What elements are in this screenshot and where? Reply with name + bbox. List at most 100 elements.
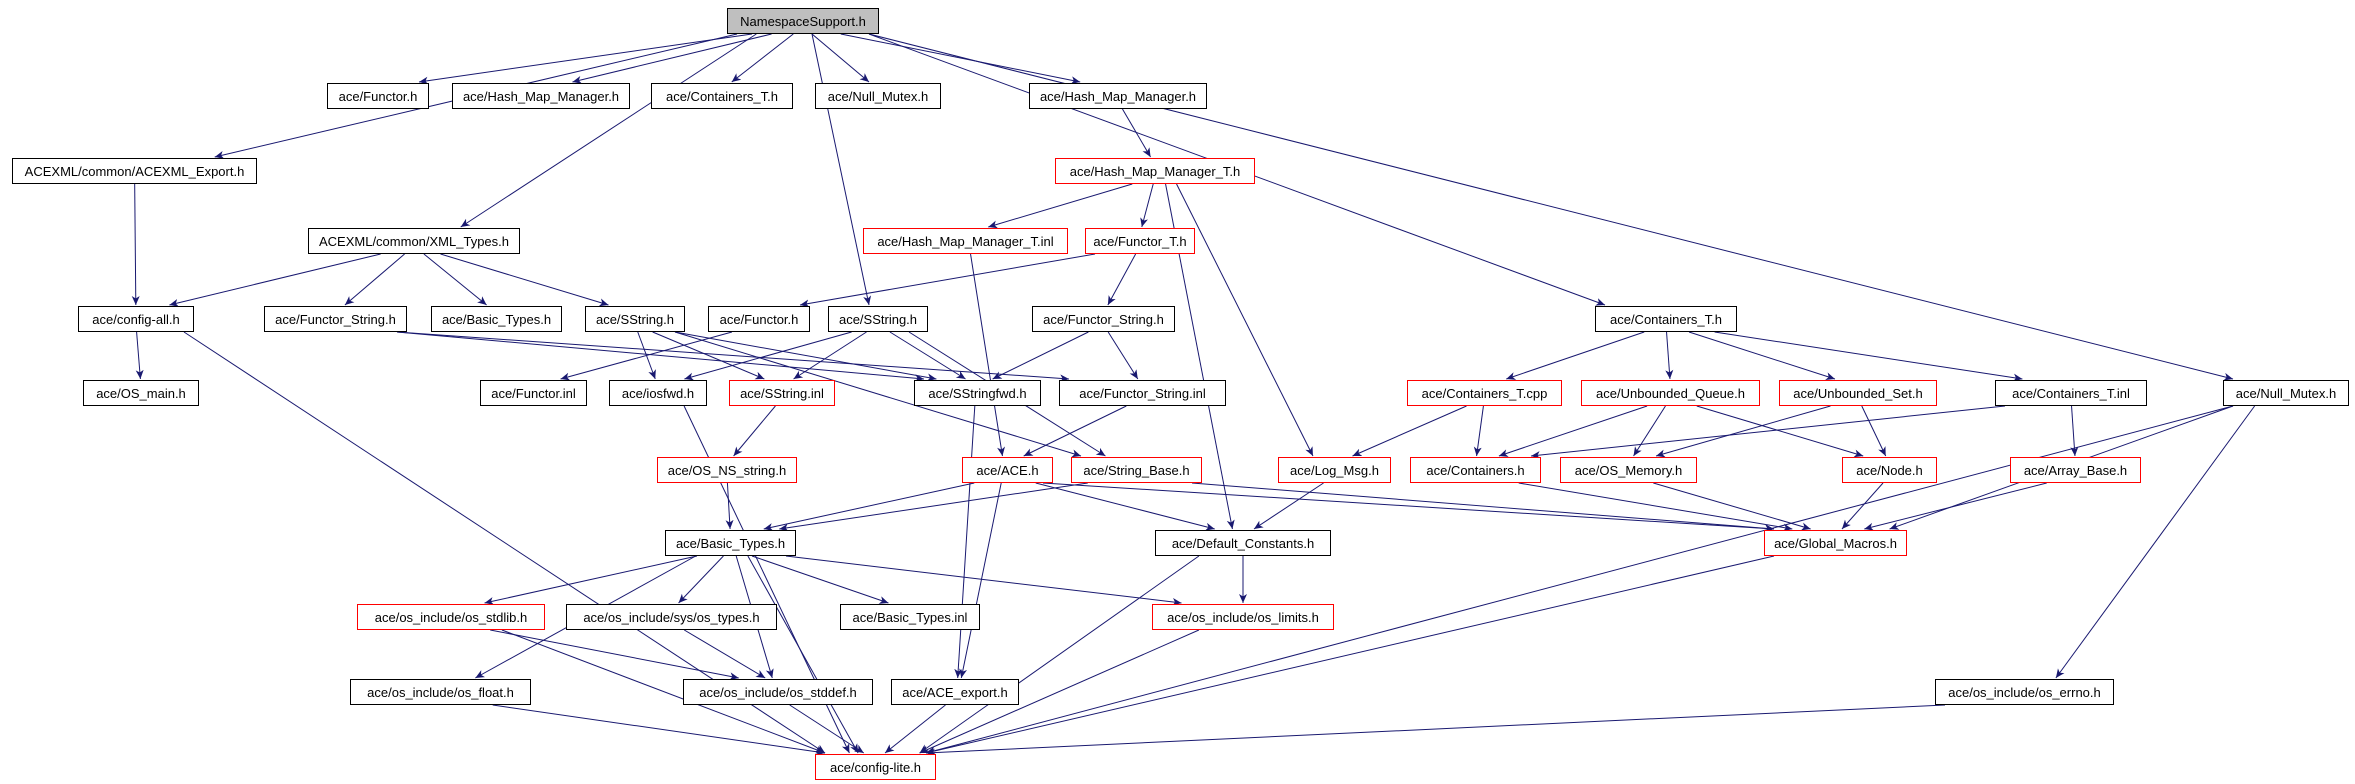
graph-node-n5[interactable]: ace/Hash_Map_Manager.h: [1029, 83, 1207, 109]
include-edge-n8-n11: [169, 253, 381, 307]
include-edge-n42-n46: [684, 629, 766, 679]
graph-node-n37[interactable]: ace/Array_Base.h: [2010, 457, 2141, 483]
graph-node-n19[interactable]: ace/OS_main.h: [83, 380, 199, 406]
include-edge-n24-n31: [1023, 405, 1127, 457]
graph-node-n34[interactable]: ace/Containers.h: [1410, 457, 1541, 483]
include-edge-n36-n40: [1841, 482, 1884, 530]
include-edge-n25-n33: [1352, 405, 1467, 457]
graph-node-n26[interactable]: ace/Unbounded_Queue.h: [1581, 380, 1760, 406]
graph-node-n41[interactable]: ace/os_include/os_stdlib.h: [357, 604, 545, 630]
include-edge-n32-n38: [779, 482, 1088, 532]
include-edge-n45-n49: [492, 704, 826, 756]
graph-node-n38[interactable]: ace/Basic_Types.h: [665, 530, 796, 556]
graph-node-n24[interactable]: ace/Functor_String.inl: [1059, 380, 1226, 406]
graph-node-n2[interactable]: ace/Hash_Map_Manager.h: [452, 83, 630, 109]
graph-node-n18[interactable]: ace/Containers_T.h: [1595, 306, 1737, 332]
include-edge-n18-n27: [1688, 331, 1836, 381]
graph-node-n9[interactable]: ace/Hash_Map_Manager_T.inl: [863, 228, 1068, 254]
graph-node-n28[interactable]: ace/Containers_T.inl: [1995, 380, 2147, 406]
include-edge-n28-n34: [1530, 405, 2006, 460]
graph-node-n1[interactable]: ace/Functor.h: [327, 83, 429, 109]
include-edge-n14-n32: [674, 331, 1082, 458]
graph-node-n25[interactable]: ace/Containers_T.cpp: [1407, 380, 1562, 406]
graph-node-n45[interactable]: ace/os_include/os_float.h: [350, 679, 531, 705]
include-edge-n0-n5: [840, 33, 1081, 85]
include-edge-n38-n42: [678, 555, 724, 604]
graph-node-n0[interactable]: NamespaceSupport.h: [727, 8, 879, 34]
include-edge-n8-n14: [440, 253, 609, 307]
include-edge-n7-n10: [1140, 183, 1154, 228]
include-edge-n18-n28: [1714, 331, 2023, 382]
graph-node-n30[interactable]: ace/OS_NS_string.h: [657, 457, 797, 483]
include-edge-n41-n49: [501, 629, 826, 754]
include-edge-n32-n40: [1191, 482, 1775, 533]
include-edge-n39-n49: [919, 555, 1200, 754]
graph-node-n7[interactable]: ace/Hash_Map_Manager_T.h: [1055, 158, 1255, 184]
graph-node-n4[interactable]: ace/Null_Mutex.h: [815, 83, 941, 109]
include-edge-n31-n47: [959, 482, 1002, 679]
graph-node-n10[interactable]: ace/Functor_T.h: [1085, 228, 1195, 254]
include-edge-n37-n40: [1864, 482, 2047, 531]
include-edge-n27-n35: [1655, 405, 1831, 458]
graph-node-n22[interactable]: ace/SString.inl: [729, 380, 835, 406]
include-edge-n31-n39: [1035, 482, 1215, 531]
include-edge-n9-n31: [970, 253, 1006, 457]
graph-node-n42[interactable]: ace/os_include/sys/os_types.h: [566, 604, 777, 630]
graph-node-n23[interactable]: ace/SStringfwd.h: [914, 380, 1041, 406]
include-edge-n31-n38: [763, 482, 975, 531]
graph-node-n47[interactable]: ace/ACE_export.h: [891, 679, 1019, 705]
graph-node-n20[interactable]: ace/Functor.inl: [480, 380, 587, 406]
graph-node-n6[interactable]: ACEXML/common/ACEXML_Export.h: [12, 158, 257, 184]
graph-node-n49[interactable]: ace/config-lite.h: [815, 754, 936, 780]
graph-node-n40[interactable]: ace/Global_Macros.h: [1764, 530, 1907, 556]
include-edge-n0-n2: [572, 33, 772, 84]
graph-node-n15[interactable]: ace/Functor.h: [708, 306, 810, 332]
graph-node-n31[interactable]: ace/ACE.h: [962, 457, 1053, 483]
graph-node-n11[interactable]: ace/config-all.h: [78, 306, 194, 332]
graph-node-n12[interactable]: ace/Functor_String.h: [264, 306, 407, 332]
graph-node-n21[interactable]: ace/iosfwd.h: [609, 380, 707, 406]
graph-node-n8[interactable]: ACEXML/common/XML_Types.h: [308, 228, 520, 254]
include-edge-n10-n15: [799, 253, 1096, 308]
graph-node-n14[interactable]: ace/SString.h: [585, 306, 685, 332]
graph-node-n29[interactable]: ace/Null_Mutex.h: [2223, 380, 2349, 406]
graph-node-n17[interactable]: ace/Functor_String.h: [1032, 306, 1175, 332]
include-edge-n29-n48: [2055, 405, 2256, 679]
graph-node-n44[interactable]: ace/os_include/os_limits.h: [1152, 604, 1334, 630]
graph-node-n39[interactable]: ace/Default_Constants.h: [1155, 530, 1331, 556]
include-edge-n8-n12: [344, 253, 405, 306]
graph-node-n27[interactable]: ace/Unbounded_Set.h: [1779, 380, 1937, 406]
graph-node-n46[interactable]: ace/os_include/os_stddef.h: [683, 679, 873, 705]
graph-node-n35[interactable]: ace/OS_Memory.h: [1560, 457, 1697, 483]
include-edge-n38-n44: [785, 555, 1182, 606]
include-edge-n35-n40: [1653, 482, 1811, 531]
include-edge-n8-n13: [423, 253, 487, 306]
include-edge-n34-n40: [1518, 482, 1793, 532]
graph-node-n33[interactable]: ace/Log_Msg.h: [1278, 457, 1391, 483]
include-edge-n15-n20: [560, 331, 733, 381]
include-edge-n11-n19: [135, 331, 144, 380]
graph-node-n32[interactable]: ace/String_Base.h: [1071, 457, 1202, 483]
graph-node-n16[interactable]: ace/SString.h: [828, 306, 928, 332]
graph-node-n3[interactable]: ace/Containers_T.h: [651, 83, 793, 109]
graph-node-n36[interactable]: ace/Node.h: [1842, 457, 1937, 483]
include-edge-n17-n23: [992, 331, 1089, 380]
graph-node-n48[interactable]: ace/os_include/os_errno.h: [1935, 679, 2114, 705]
include-edge-n30-n38: [725, 482, 734, 530]
include-edge-n38-n41: [484, 555, 698, 605]
include-edge-n0-n8: [460, 33, 757, 228]
graph-node-n13[interactable]: ace/Basic_Types.h: [431, 306, 562, 332]
include-edge-n14-n23: [674, 331, 937, 382]
include-edge-n38-n43: [751, 555, 889, 604]
include-edge-n10-n17: [1107, 253, 1137, 306]
include-edge-n26-n36: [1696, 405, 1864, 458]
include-edge-n41-n46: [490, 629, 739, 681]
include-edge-n16-n21: [684, 331, 852, 381]
include-edge-n26-n35: [1633, 405, 1666, 457]
include-edge-n44-n49: [919, 629, 1200, 754]
include-edge-n5-n7: [1122, 108, 1151, 158]
graph-node-n43[interactable]: ace/Basic_Types.inl: [840, 604, 980, 630]
include-edge-n0-n16: [811, 33, 872, 306]
include-edge-n48-n49: [925, 704, 1946, 757]
